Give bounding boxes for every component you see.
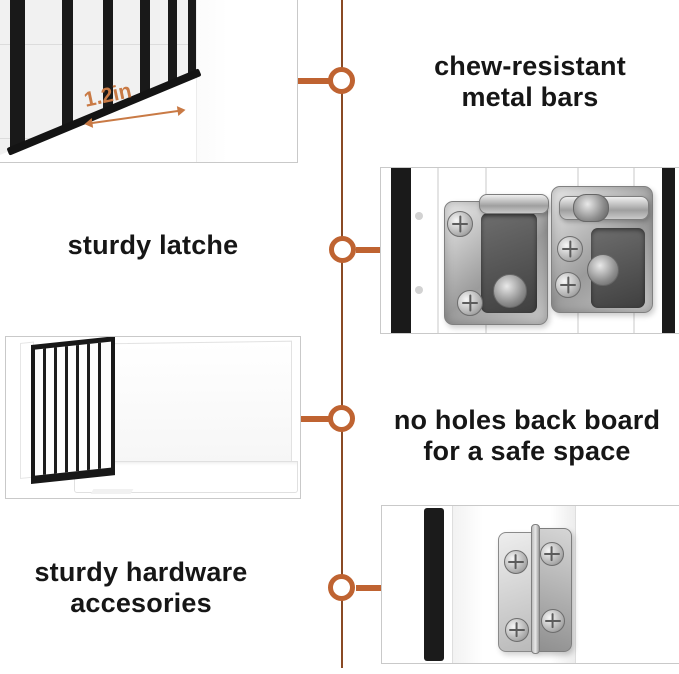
timeline-node-latch — [329, 236, 356, 263]
frame-hole — [415, 286, 423, 294]
screw-slot — [459, 215, 461, 233]
timeline-node-bars — [328, 67, 355, 94]
latch-right-hole — [587, 254, 619, 286]
connector-hardware — [356, 585, 383, 591]
wall-seam — [0, 44, 205, 45]
metal-bar — [168, 0, 177, 85]
timeline-node-backboard — [328, 405, 355, 432]
metal-bar — [62, 0, 73, 128]
latch-left-bolt-head — [493, 274, 527, 308]
crate-back-board — [104, 340, 292, 468]
door-bar — [43, 348, 46, 475]
photo-metal-bars: 1.2in — [0, 0, 298, 163]
callout-chew-resistant: chew-resistant metal bars — [400, 51, 660, 113]
door-bar — [54, 347, 57, 474]
screw-icon — [504, 550, 528, 574]
photo-latches — [380, 167, 679, 334]
metal-bar — [391, 168, 411, 333]
metal-bar — [10, 0, 25, 150]
connector-latch — [356, 247, 382, 253]
latch-left-bolt-bar — [479, 194, 549, 214]
screw-icon — [541, 609, 565, 633]
latch-right-bolt-head — [573, 194, 609, 222]
metal-bar — [662, 168, 675, 333]
screw-icon — [557, 236, 583, 262]
photo-crate-overview — [5, 336, 301, 499]
crate-corner-post — [196, 0, 297, 162]
callout-back-board: no holes back board for a safe space — [390, 405, 664, 467]
metal-bar — [103, 0, 113, 111]
door-bar — [76, 344, 79, 472]
callout-line: metal bars — [461, 82, 599, 112]
callout-line: chew-resistant — [434, 51, 626, 81]
screw-icon — [505, 618, 529, 642]
metal-bar — [140, 0, 150, 96]
crate-foot — [90, 489, 134, 494]
callout-line: accesories — [70, 588, 212, 618]
timeline-line — [341, 0, 343, 668]
frame-hole — [415, 212, 423, 220]
screw-icon — [555, 272, 581, 298]
screw-icon — [447, 211, 473, 237]
photo-hinge — [381, 505, 679, 664]
callout-hardware: sturdy hardware accesories — [11, 557, 271, 619]
door-frame-seam — [437, 168, 439, 333]
connector-bars — [297, 78, 330, 84]
callout-line: for a safe space — [423, 436, 631, 466]
door-bar — [87, 343, 90, 471]
crate-door — [31, 337, 115, 484]
hinge-pin — [531, 524, 540, 654]
screw-slot — [567, 276, 569, 294]
callout-sturdy-latch: sturdy latche — [23, 230, 283, 261]
screw-slot — [569, 240, 571, 258]
connector-backboard — [301, 416, 330, 422]
callout-line: sturdy latche — [67, 230, 239, 260]
screw-slot — [469, 294, 471, 312]
metal-bar — [188, 0, 196, 76]
door-bar — [65, 346, 68, 473]
timeline-node-hardware — [328, 574, 355, 601]
callout-line: sturdy hardware — [34, 557, 248, 587]
screw-icon — [540, 542, 564, 566]
arrow-head-right — [176, 104, 187, 116]
metal-bar — [424, 508, 444, 661]
door-bar — [98, 342, 101, 469]
screw-icon — [457, 290, 483, 316]
callout-line: no holes back board — [393, 405, 661, 435]
